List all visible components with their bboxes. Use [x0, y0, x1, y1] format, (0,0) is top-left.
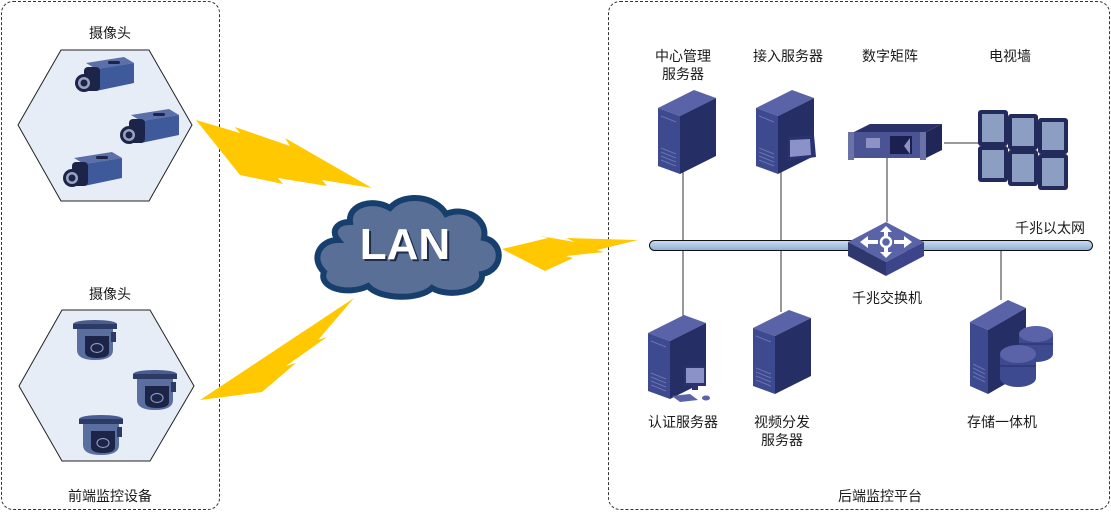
- camera-hexagon: [17, 49, 193, 202]
- camera-group-label: 摄像头: [89, 26, 131, 42]
- database-icon: [1000, 326, 1053, 387]
- access-server-label: 接入服务器: [753, 49, 823, 65]
- digital-matrix-label: 数字矩阵: [862, 49, 918, 65]
- front-end-group: [1, 1, 220, 510]
- server-tower-icon: [656, 88, 718, 176]
- network-switch-icon: [848, 222, 924, 276]
- capture-card-icon: [788, 135, 816, 161]
- dome-camera-hexagon: [18, 309, 195, 462]
- video-dist-server-label: 视频分发 服务器: [754, 415, 810, 449]
- front-end-title: 前端监控设备: [68, 489, 152, 505]
- back-end-group: [608, 1, 1110, 510]
- digital-matrix-icon: [848, 124, 942, 160]
- central-mgmt-server-label: 中心管理 服务器: [655, 49, 711, 83]
- storage-unit-label: 存储一体机: [967, 415, 1037, 431]
- switch-label: 千兆交换机: [852, 291, 922, 307]
- backbone-label: 千兆以太网: [1015, 221, 1085, 237]
- video-wall-icon: [978, 110, 1068, 190]
- workstation-icon: [672, 366, 710, 402]
- auth-server-label: 认证服务器: [648, 415, 718, 431]
- back-end-title: 后端监控平台: [838, 489, 922, 505]
- server-tower-icon: [751, 306, 813, 398]
- camera-group-label: 摄像头: [89, 287, 131, 303]
- video-wall-label: 电视墙: [989, 49, 1031, 65]
- lan-label: LAN: [359, 220, 451, 269]
- lan-cloud-icon: [314, 194, 502, 300]
